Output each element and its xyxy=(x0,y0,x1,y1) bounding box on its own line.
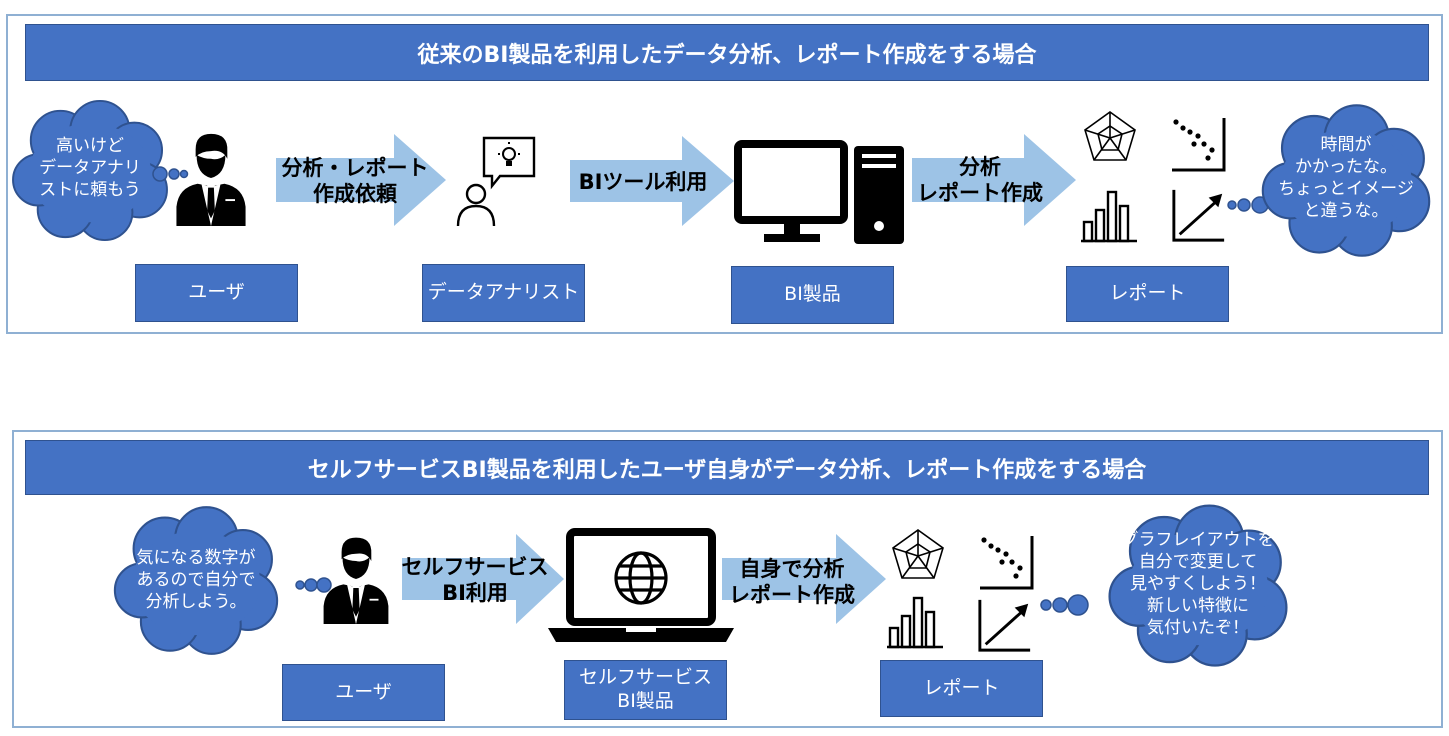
top-panel xyxy=(6,14,1443,334)
request-arrow xyxy=(276,134,446,226)
label-report: レポート xyxy=(880,660,1043,717)
report-create-arrow xyxy=(912,134,1076,226)
report-thought-dots xyxy=(1040,594,1089,616)
user-thought-text: 高いけど データアナリ ストに頼もう xyxy=(39,135,141,201)
self-report-arrow-label: 自身で分析 レポート作成 xyxy=(729,556,855,607)
analyst-idea-icon xyxy=(456,136,536,227)
self-bi-arrow-label: セルフサービス BI利用 xyxy=(401,554,549,605)
businessman-icon xyxy=(170,130,252,226)
laptop-globe-icon xyxy=(548,528,734,642)
radar-chart-icon xyxy=(1080,108,1140,168)
label-user: ユーザ xyxy=(135,264,298,322)
scatter-chart-icon xyxy=(976,532,1036,592)
request-arrow-label: 分析・レポート 作成依頼 xyxy=(281,155,429,206)
scatter-chart-icon xyxy=(1168,114,1228,174)
businessman-icon xyxy=(316,534,396,624)
label-user: ユーザ xyxy=(282,664,445,721)
label-bi-product: BI製品 xyxy=(731,266,894,324)
label-report: レポート xyxy=(1066,266,1229,322)
self-bi-arrow xyxy=(402,534,564,624)
report-create-arrow-label: 分析 レポート作成 xyxy=(917,154,1043,205)
growth-chart-icon xyxy=(1170,186,1228,244)
report-thought-text: グラフレイアウトを 自分で変更して 見やすくしよう！ 新しい特徴に 気付いたぞ！ xyxy=(1121,529,1275,639)
label-analyst: データアナリスト xyxy=(422,264,585,322)
thought-bubble-dots xyxy=(152,166,189,182)
radar-chart-icon xyxy=(888,526,948,586)
bar-chart-icon xyxy=(884,590,946,650)
growth-chart-icon xyxy=(976,596,1034,654)
user-thought-text: 気になる数字が あるので自分で 分析しよう。 xyxy=(136,547,256,613)
bar-chart-icon xyxy=(1078,184,1140,244)
label-self-service-bi: セルフサービス BI製品 xyxy=(564,660,727,720)
self-report-arrow xyxy=(722,534,886,624)
bottom-panel xyxy=(12,430,1443,728)
report-thought-text: 時間が かかったな。 ちょっとイメージ と違うな。 xyxy=(1278,134,1414,222)
desktop-computer-icon xyxy=(734,140,904,244)
bottom-title: セルフサービスBI製品を利用したユーザ自身がデータ分析、レポート作成をする場合 xyxy=(25,440,1429,495)
top-title: 従来のBI製品を利用したデータ分析、レポート作成をする場合 xyxy=(25,24,1429,81)
bi-tool-arrow-label: BIツール利用 xyxy=(578,169,708,194)
thought-bubble-dots xyxy=(295,577,332,593)
bi-tool-arrow xyxy=(570,136,734,226)
